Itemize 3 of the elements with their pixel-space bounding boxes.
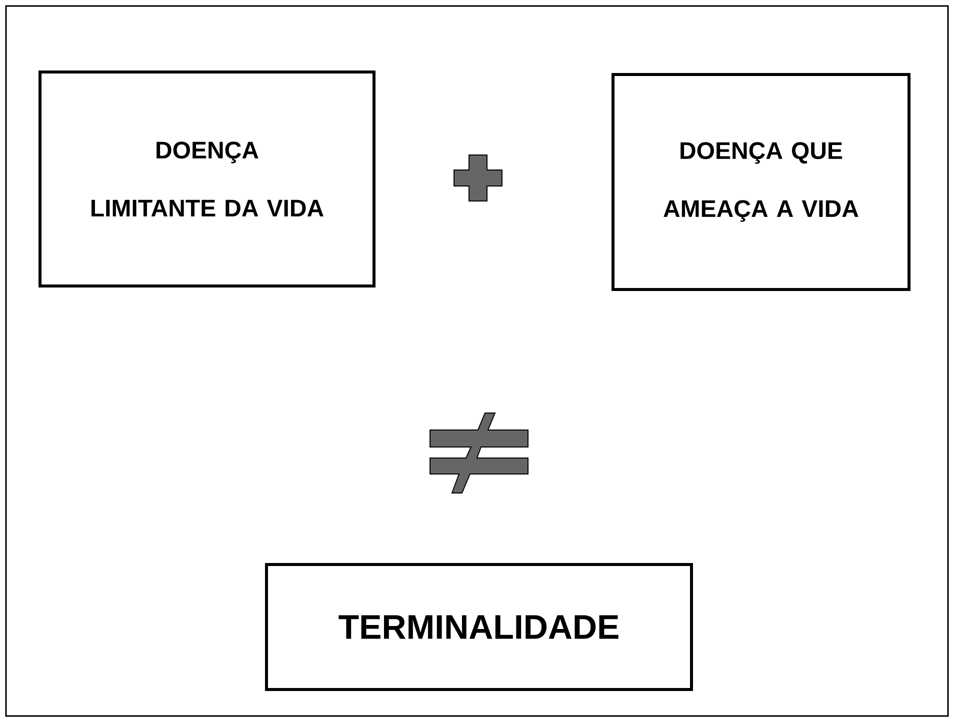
text-box: DOENÇA LIMITANTE DA VIDA <box>38 70 376 288</box>
text-box: TERMINALIDADE <box>265 563 693 691</box>
text-box: DOENÇA QUE AMEAÇA A VIDA <box>612 73 910 291</box>
